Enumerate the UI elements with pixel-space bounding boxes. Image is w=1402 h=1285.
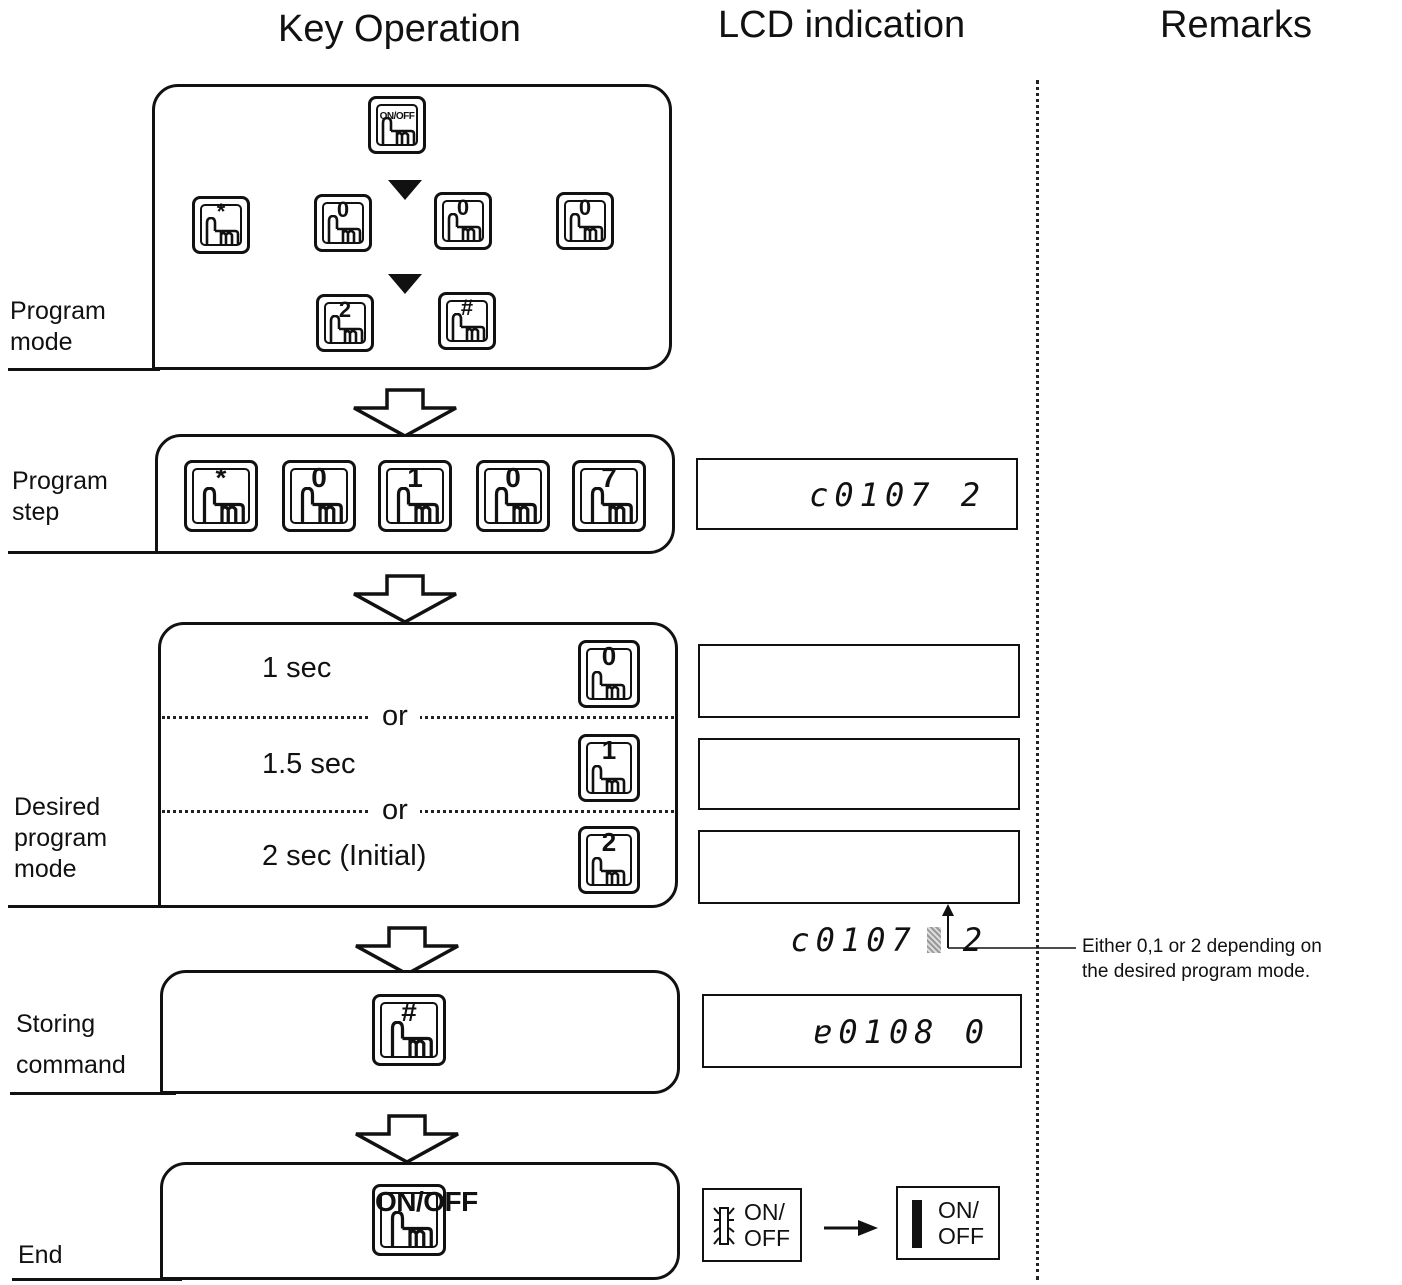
down-arrow-icon — [350, 574, 460, 624]
program-mode-baseline — [8, 368, 160, 371]
zero-key[interactable]: 0 — [476, 460, 550, 532]
end-label: End — [18, 1241, 63, 1269]
or-text: or — [370, 794, 420, 827]
program-step-baseline — [8, 551, 168, 554]
hash-key[interactable]: # — [372, 994, 446, 1066]
option-1-5-sec: 1.5 sec — [262, 748, 356, 780]
on-off-key[interactable]: ON/OFF — [368, 96, 426, 154]
lcd-display-option-1: c01071 — [698, 738, 1020, 864]
header-key-operation: Key Operation — [278, 8, 521, 50]
callout-line — [942, 904, 1076, 949]
on-off-indicator-lit: ON/ OFF — [896, 1186, 1000, 1260]
down-arrow-icon — [352, 1114, 462, 1164]
blinking-digit-icon — [926, 927, 941, 953]
down-arrow-icon — [350, 388, 460, 438]
zero-key[interactable]: 0 — [434, 192, 492, 250]
lcd-display-option-0: c01070 — [698, 644, 1020, 773]
remark-note: Either 0,1 or 2 depending on the desired… — [1082, 936, 1322, 982]
lcd-display-storing: ɐ0108 0 — [702, 994, 1022, 1068]
storing-command-label: Storing command — [16, 1010, 126, 1079]
two-key[interactable]: 2 — [316, 294, 374, 352]
end-baseline — [12, 1278, 182, 1281]
desired-mode-label: Desired program mode — [14, 793, 108, 883]
triangle-down-icon — [388, 274, 422, 294]
right-arrow-icon — [824, 1220, 878, 1236]
or-text: or — [370, 700, 420, 733]
triangle-down-icon — [388, 180, 422, 200]
storing-command-baseline — [10, 1092, 176, 1095]
lcd-display-program-step: c0107 2 — [696, 458, 1018, 530]
seven-key[interactable]: 7 — [572, 460, 646, 532]
one-key[interactable]: 1 — [578, 734, 640, 802]
lamp-lit-icon — [912, 1200, 922, 1248]
program-mode-label: Program mode — [10, 297, 106, 356]
program-step-label: Program step — [12, 467, 108, 526]
star-key[interactable]: * — [192, 196, 250, 254]
option-2-sec-initial: 2 sec (Initial) — [262, 840, 427, 872]
star-key[interactable]: * — [184, 460, 258, 532]
zero-key[interactable]: 0 — [282, 460, 356, 532]
down-arrow-icon — [352, 926, 462, 976]
zero-key[interactable]: 0 — [578, 640, 640, 708]
zero-key[interactable]: 0 — [314, 194, 372, 252]
on-off-indicator-blinking: ON/ OFF — [702, 1188, 802, 1262]
two-key[interactable]: 2 — [578, 826, 640, 894]
header-lcd-indication: LCD indication — [718, 4, 966, 46]
hash-key[interactable]: # — [438, 292, 496, 350]
zero-key[interactable]: 0 — [556, 192, 614, 250]
remarks-divider — [1036, 80, 1039, 1280]
header-remarks: Remarks — [1160, 4, 1313, 46]
desired-mode-baseline — [8, 905, 172, 908]
on-off-key[interactable]: ON/OFF — [372, 1184, 478, 1256]
option-1-sec: 1 sec — [262, 652, 332, 684]
blinking-lamp-icon — [713, 1207, 735, 1245]
one-key[interactable]: 1 — [378, 460, 452, 532]
